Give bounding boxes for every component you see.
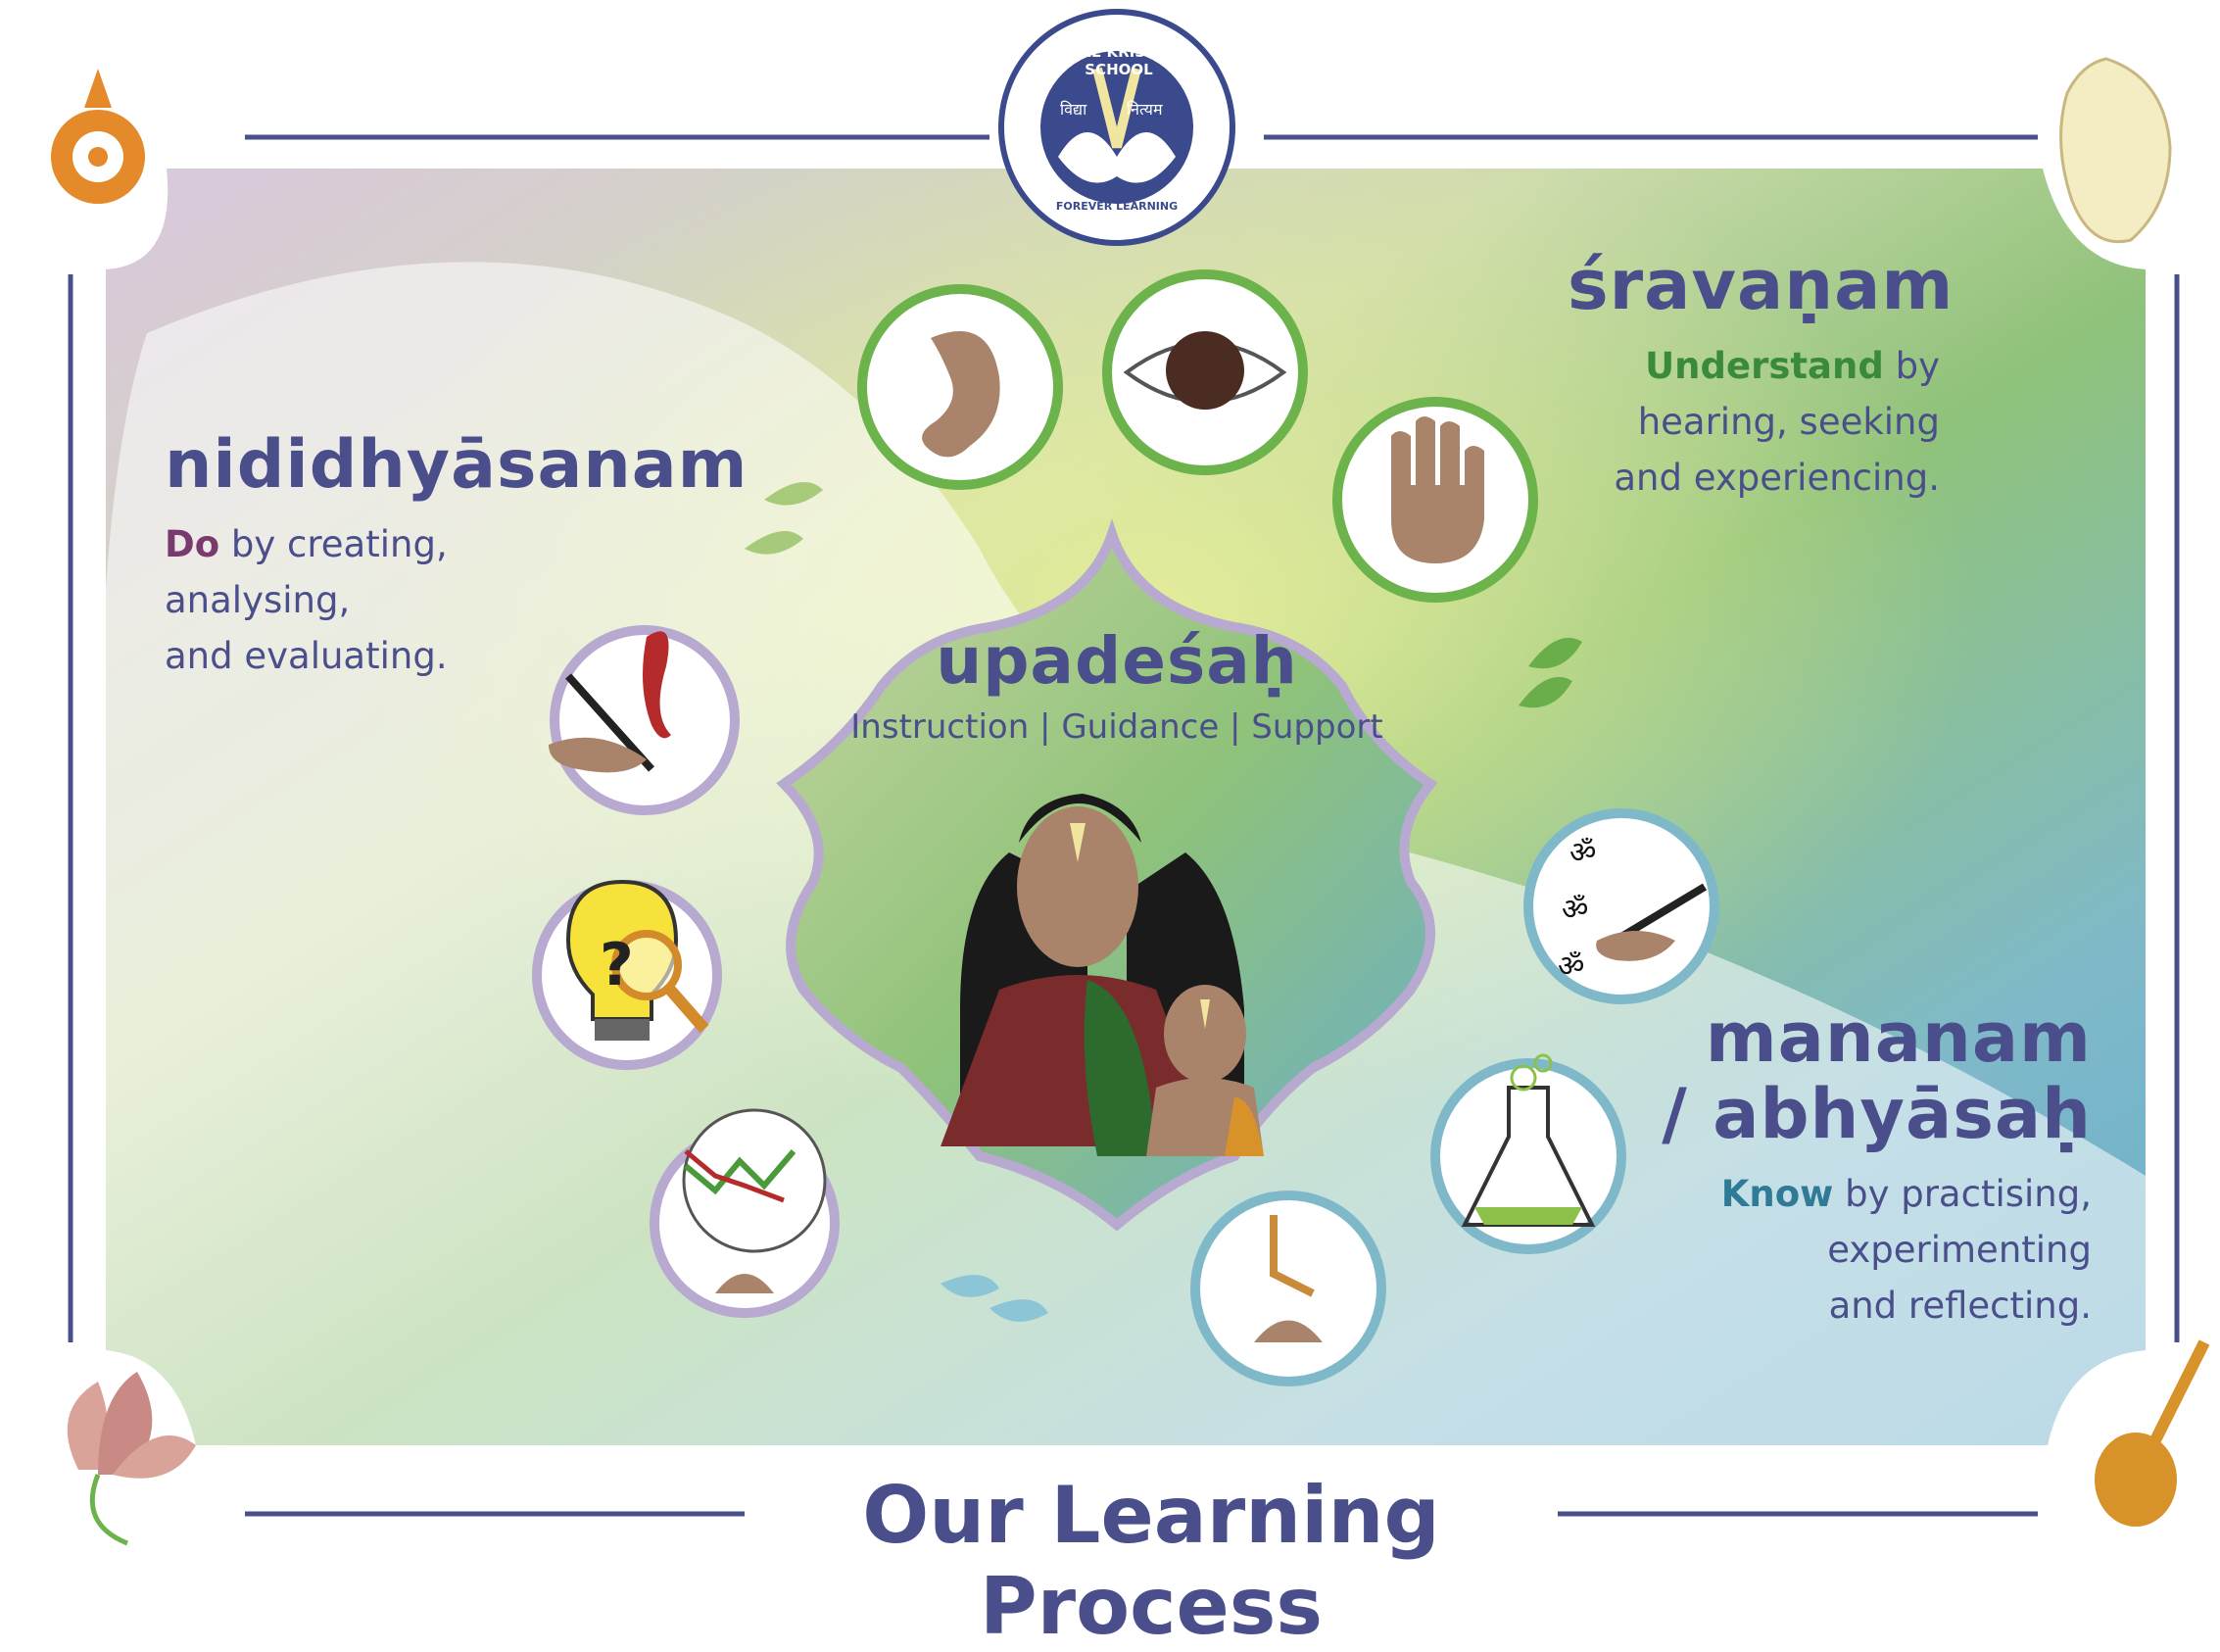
nididhyasanam-line3: and evaluating.: [165, 635, 448, 677]
nididhyasanam-line2: analysing,: [165, 579, 351, 621]
sravanam-title: śravaṇam: [1568, 245, 1955, 325]
sravanam-line1: by: [1883, 345, 1940, 387]
logo-name: HARE KRISHNA SCHOOL: [1056, 43, 1182, 78]
lightbulb-magnifier-icon: [532, 879, 722, 1070]
mananam-line2: experimenting: [1827, 1229, 2092, 1271]
logo-right-word: नित्यम: [1127, 100, 1163, 119]
logo-motto: FOREVER LEARNING: [1055, 200, 1179, 213]
nididhyasanam-keyword: Do: [165, 523, 220, 565]
sravanam-line3: and experiencing.: [1614, 457, 1940, 499]
nididhyasanam-title: nididhyāsanam: [165, 426, 748, 504]
thinking-chart-icon: [650, 1108, 840, 1318]
mananam-title: mananam / abhyāsaḥ: [1646, 999, 2092, 1152]
thinking-tree-icon: [1190, 1190, 1386, 1386]
nididhyasanam-description: Do by creating, analysing, and evaluatin…: [165, 516, 576, 684]
logo-left-word: विद्या: [1060, 100, 1087, 119]
sravanam-description: Understand by hearing, seeking and exper…: [1568, 338, 1940, 506]
nididhyasanam-line1: by creating,: [219, 523, 448, 565]
leaf-arrow-top-left: [745, 482, 823, 555]
question-glyph: ?: [600, 931, 634, 999]
writing-om-icon: [1523, 808, 1719, 1004]
om-glyph-3: ॐ: [1558, 949, 1585, 984]
mananam-title-line1: mananam: [1705, 997, 2092, 1078]
ear-icon: [857, 284, 1063, 490]
mananam-line1: by practising,: [1833, 1173, 2092, 1215]
om-glyph-1: ॐ: [1569, 836, 1597, 870]
icon-medallions: [532, 269, 1719, 1386]
teacher-child-illustration: [941, 794, 1264, 1156]
frame: [68, 134, 2180, 1517]
learning-process-diagram: [51, 9, 2210, 1546]
conch-ornament: [2059, 57, 2172, 244]
mananam-description: Know by practising, experimenting and re…: [1646, 1166, 2092, 1334]
sravanam-line2: hearing, seeking: [1637, 401, 1940, 443]
club-ornament: [2095, 1339, 2210, 1527]
leaf-arrow-right: [1519, 637, 1582, 708]
sravanam-keyword: Understand: [1645, 345, 1884, 387]
school-logo: [998, 9, 1235, 246]
eye-icon: [1102, 269, 1308, 475]
mananam-title-line2: / abhyāsaḥ: [1662, 1074, 2092, 1154]
upadesah-title: upadeśaḥ: [936, 623, 1298, 699]
upadesah-subtitle: Instruction | Guidance | Support: [850, 707, 1383, 747]
lotus-ornament: [67, 1372, 196, 1546]
footer-title: Our Learning Process: [862, 1470, 1440, 1652]
chakra-ornament: [51, 69, 145, 204]
hand-icon: [1332, 397, 1538, 603]
leaf-arrow-bottom: [941, 1275, 1048, 1322]
flask-icon: [1430, 1053, 1626, 1254]
writing-hand-icon: [549, 625, 740, 815]
om-glyph-2: ॐ: [1562, 893, 1589, 927]
mananam-line3: and reflecting.: [1828, 1285, 2092, 1327]
mananam-keyword: Know: [1720, 1173, 1834, 1215]
